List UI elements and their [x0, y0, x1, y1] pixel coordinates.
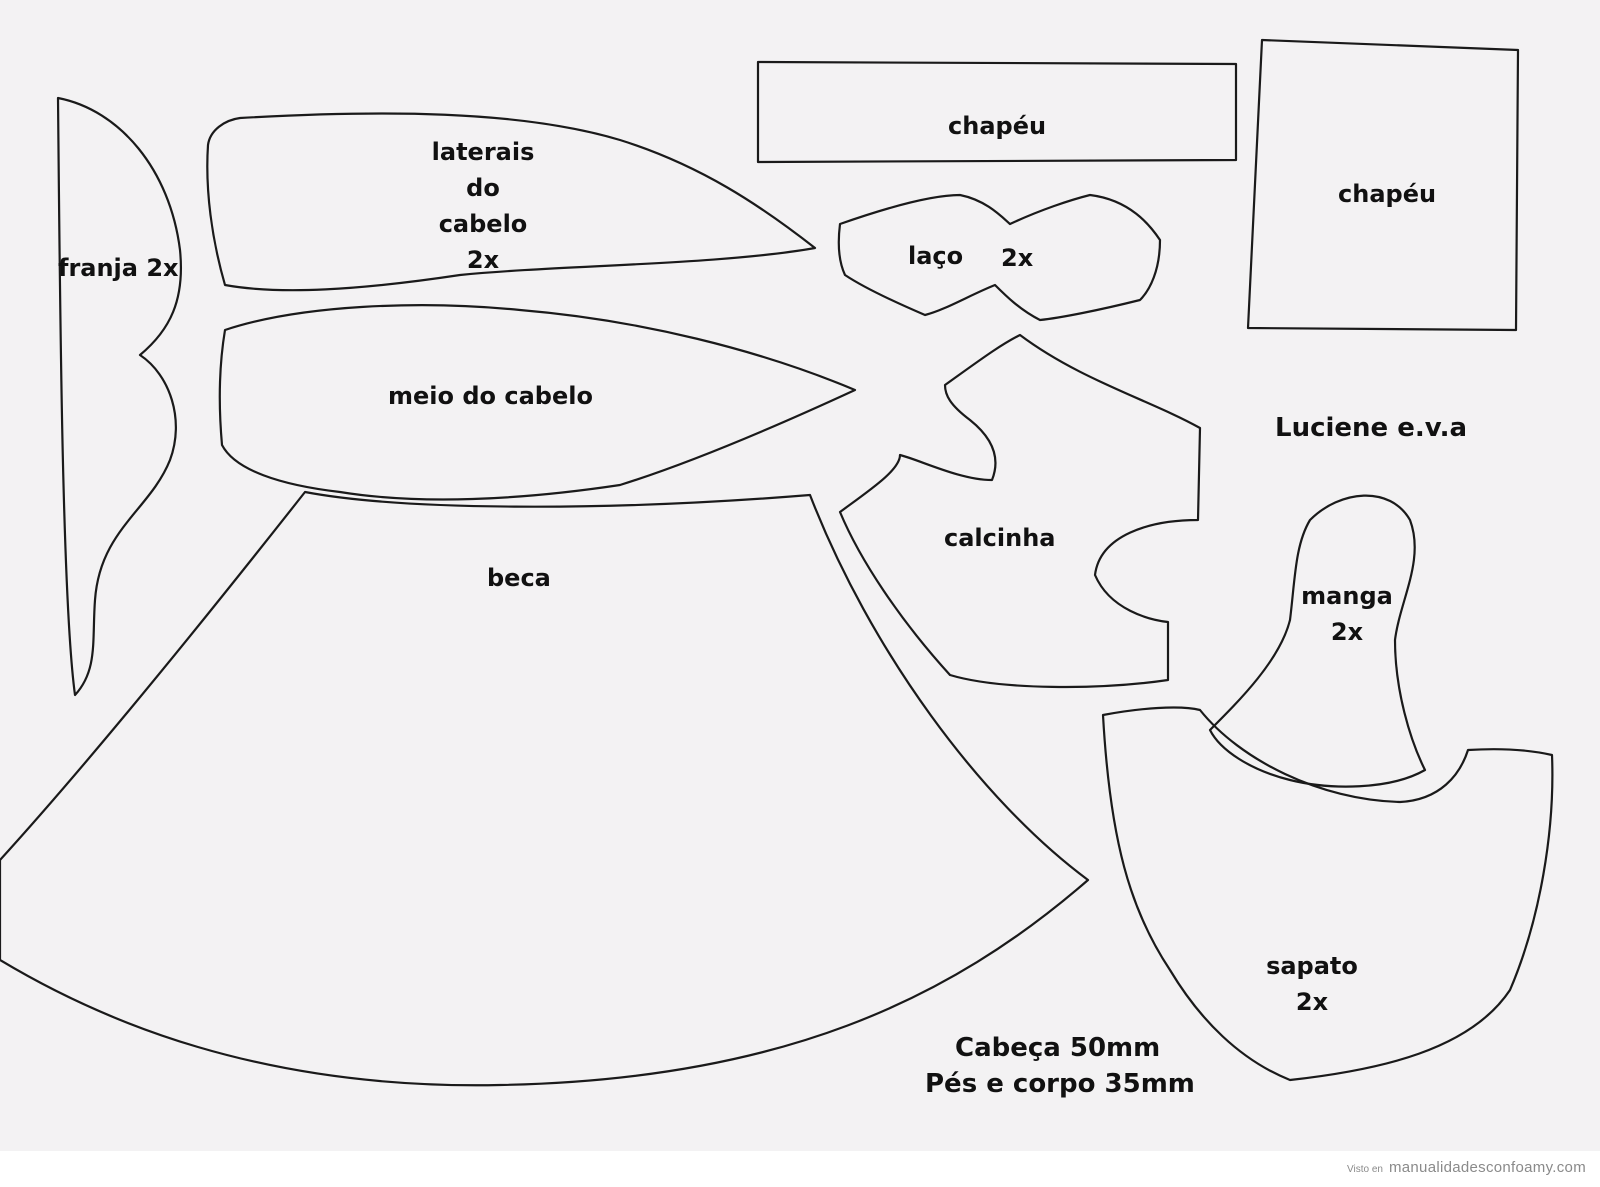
sapato-outline — [1101, 706, 1554, 1082]
laterais-label: laterais do cabelo 2x — [428, 134, 538, 278]
chapeu-square-label: chapéu — [1338, 180, 1437, 208]
sapato-line-2: 2x — [1295, 988, 1329, 1016]
footer-prefix: Visto en — [1347, 1164, 1383, 1175]
author-label: Luciene e.v.a — [1275, 413, 1467, 443]
manga-line-1: manga — [1301, 582, 1393, 610]
franja-outline — [56, 96, 182, 697]
meio-outline — [218, 304, 857, 501]
beca-outline — [0, 490, 1090, 1087]
laco-count-label: 2x — [1001, 244, 1034, 272]
chapeu-square-outline — [1246, 38, 1520, 332]
laco-label: laço — [908, 242, 964, 270]
meio-label: meio do cabelo — [388, 382, 593, 410]
manga-line-2: 2x — [1330, 618, 1364, 646]
sapato-label: sapato 2x — [1252, 948, 1372, 1020]
laterais-outline — [206, 112, 817, 292]
size-body-label: Pés e corpo 35mm — [925, 1069, 1195, 1099]
laterais-line-2: do — [466, 174, 500, 202]
size-head-label: Cabeça 50mm — [955, 1033, 1161, 1063]
footer-bar: Visto en manualidadesconfoamy.com — [0, 1151, 1600, 1187]
calcinha-label: calcinha — [944, 524, 1056, 552]
laterais-line-3: cabelo — [438, 210, 528, 238]
chapeu-strip-outline — [756, 60, 1238, 164]
beca-label: beca — [487, 564, 551, 592]
calcinha-outline — [838, 333, 1202, 689]
footer-credit: Visto en manualidadesconfoamy.com — [1347, 1159, 1586, 1177]
footer-site-link[interactable]: manualidadesconfoamy.com — [1388, 1159, 1586, 1176]
sapato-line-1: sapato — [1266, 952, 1358, 980]
chapeu-strip-label: chapéu — [948, 112, 1047, 140]
franja-label: franja 2x — [58, 254, 179, 282]
manga-label: manga 2x — [1292, 578, 1402, 650]
laterais-line-1: laterais — [431, 138, 535, 166]
laco-outline — [837, 193, 1162, 322]
manga-outline — [1208, 494, 1427, 788]
laterais-line-4: 2x — [466, 246, 500, 274]
